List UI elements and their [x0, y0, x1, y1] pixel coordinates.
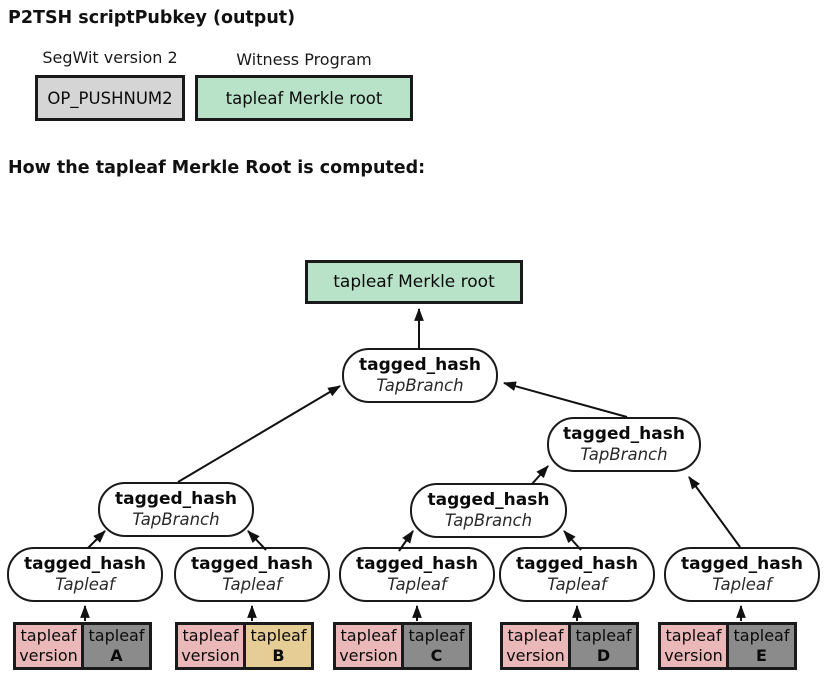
- tapleaf-script-box: tapleaf E: [726, 622, 797, 670]
- leaf-input-pair-a: tapleaf version tapleaf A: [13, 622, 152, 670]
- tagged-hash-tapleaf-node-b: tagged_hash Tapleaf: [174, 547, 330, 602]
- version-box-line2: version: [339, 645, 398, 665]
- tapleaf-version-box: tapleaf version: [333, 622, 404, 670]
- node-tag: Tapleaf: [387, 575, 447, 594]
- leaf-input-pair-e: tapleaf version tapleaf E: [658, 622, 797, 670]
- arrow-right-branch-to-root: [502, 381, 628, 418]
- version-box-line1: tapleaf: [665, 626, 722, 645]
- node-title: tagged_hash: [516, 554, 638, 574]
- script-box-id: B: [272, 645, 285, 665]
- arrow-leaf-e-to-right-branch: [688, 476, 741, 548]
- node-title: tagged_hash: [356, 554, 478, 574]
- node-title: tagged_hash: [191, 554, 313, 574]
- witness-program-label: Witness Program: [236, 50, 372, 69]
- version-box-line1: tapleaf: [507, 626, 564, 645]
- version-box-line2: version: [181, 645, 240, 665]
- tagged-hash-tapbranch-middle-node: tagged_hash TapBranch: [410, 483, 567, 538]
- leaf-input-pair-d: tapleaf version tapleaf D: [500, 622, 639, 670]
- node-tag: Tapleaf: [222, 575, 282, 594]
- node-title: tagged_hash: [359, 355, 481, 375]
- tapleaf-version-box: tapleaf version: [175, 622, 246, 670]
- node-tag: TapBranch: [580, 445, 668, 464]
- arrow-middle-branch-to-right-branch: [531, 465, 549, 485]
- witness-program-value-box: tapleaf Merkle root: [195, 75, 413, 121]
- version-box-line1: tapleaf: [182, 626, 239, 645]
- tapleaf-version-box: tapleaf version: [658, 622, 729, 670]
- script-box-id: C: [430, 645, 443, 665]
- arrow-left-branch-to-root: [177, 385, 341, 483]
- node-tag: TapBranch: [132, 510, 220, 529]
- segwit-version-label: SegWit version 2: [42, 48, 178, 67]
- node-tag: TapBranch: [444, 511, 533, 530]
- arrow-leaf-a-to-left-branch: [87, 530, 106, 549]
- version-box-line1: tapleaf: [20, 626, 77, 645]
- tagged-hash-tapleaf-node-d: tagged_hash Tapleaf: [499, 547, 655, 602]
- node-title: tagged_hash: [681, 554, 803, 574]
- segwit-version-value-box: OP_PUSHNUM2: [35, 75, 185, 121]
- page-title: P2TSH scriptPubkey (output): [8, 8, 296, 28]
- leaf-input-pair-c: tapleaf version tapleaf C: [333, 622, 472, 670]
- script-box-id: A: [110, 645, 123, 665]
- tapleaf-merkle-root-box: tapleaf Merkle root: [305, 260, 523, 304]
- tapleaf-script-box: tapleaf C: [401, 622, 472, 670]
- script-box-id: E: [756, 645, 767, 665]
- script-box-line1: tapleaf: [408, 626, 465, 645]
- tagged-hash-tapleaf-node-a: tagged_hash Tapleaf: [7, 547, 163, 602]
- script-box-id: D: [596, 645, 611, 665]
- node-tag: Tapleaf: [55, 575, 115, 594]
- tapleaf-script-box: tapleaf B: [243, 622, 314, 670]
- tapleaf-script-box: tapleaf D: [568, 622, 639, 670]
- node-tag: Tapleaf: [547, 575, 607, 594]
- node-title: tagged_hash: [427, 490, 550, 510]
- section-heading: How the tapleaf Merkle Root is computed:: [8, 158, 426, 178]
- tagged-hash-tapleaf-node-e: tagged_hash Tapleaf: [664, 547, 820, 602]
- node-tag: Tapleaf: [712, 575, 772, 594]
- tapleaf-version-box: tapleaf version: [500, 622, 571, 670]
- version-box-line2: version: [506, 645, 565, 665]
- node-title: tagged_hash: [24, 554, 146, 574]
- leaf-input-pair-b: tapleaf version tapleaf B: [175, 622, 314, 670]
- node-tag: TapBranch: [376, 376, 464, 395]
- script-box-line1: tapleaf: [733, 626, 790, 645]
- version-box-line2: version: [19, 645, 78, 665]
- tagged-hash-tapbranch-left-node: tagged_hash TapBranch: [98, 482, 254, 537]
- tapleaf-script-box: tapleaf A: [81, 622, 152, 670]
- script-box-line1: tapleaf: [575, 626, 632, 645]
- script-box-line1: tapleaf: [88, 626, 145, 645]
- node-title: tagged_hash: [115, 489, 237, 509]
- script-box-line1: tapleaf: [250, 626, 307, 645]
- version-box-line2: version: [664, 645, 723, 665]
- version-box-line1: tapleaf: [340, 626, 397, 645]
- tagged-hash-tapleaf-node-c: tagged_hash Tapleaf: [339, 547, 495, 602]
- node-title: tagged_hash: [563, 424, 685, 444]
- tagged-hash-tapbranch-right-node: tagged_hash TapBranch: [547, 417, 701, 472]
- tagged-hash-tapbranch-root-node: tagged_hash TapBranch: [342, 348, 498, 403]
- tapleaf-version-box: tapleaf version: [13, 622, 84, 670]
